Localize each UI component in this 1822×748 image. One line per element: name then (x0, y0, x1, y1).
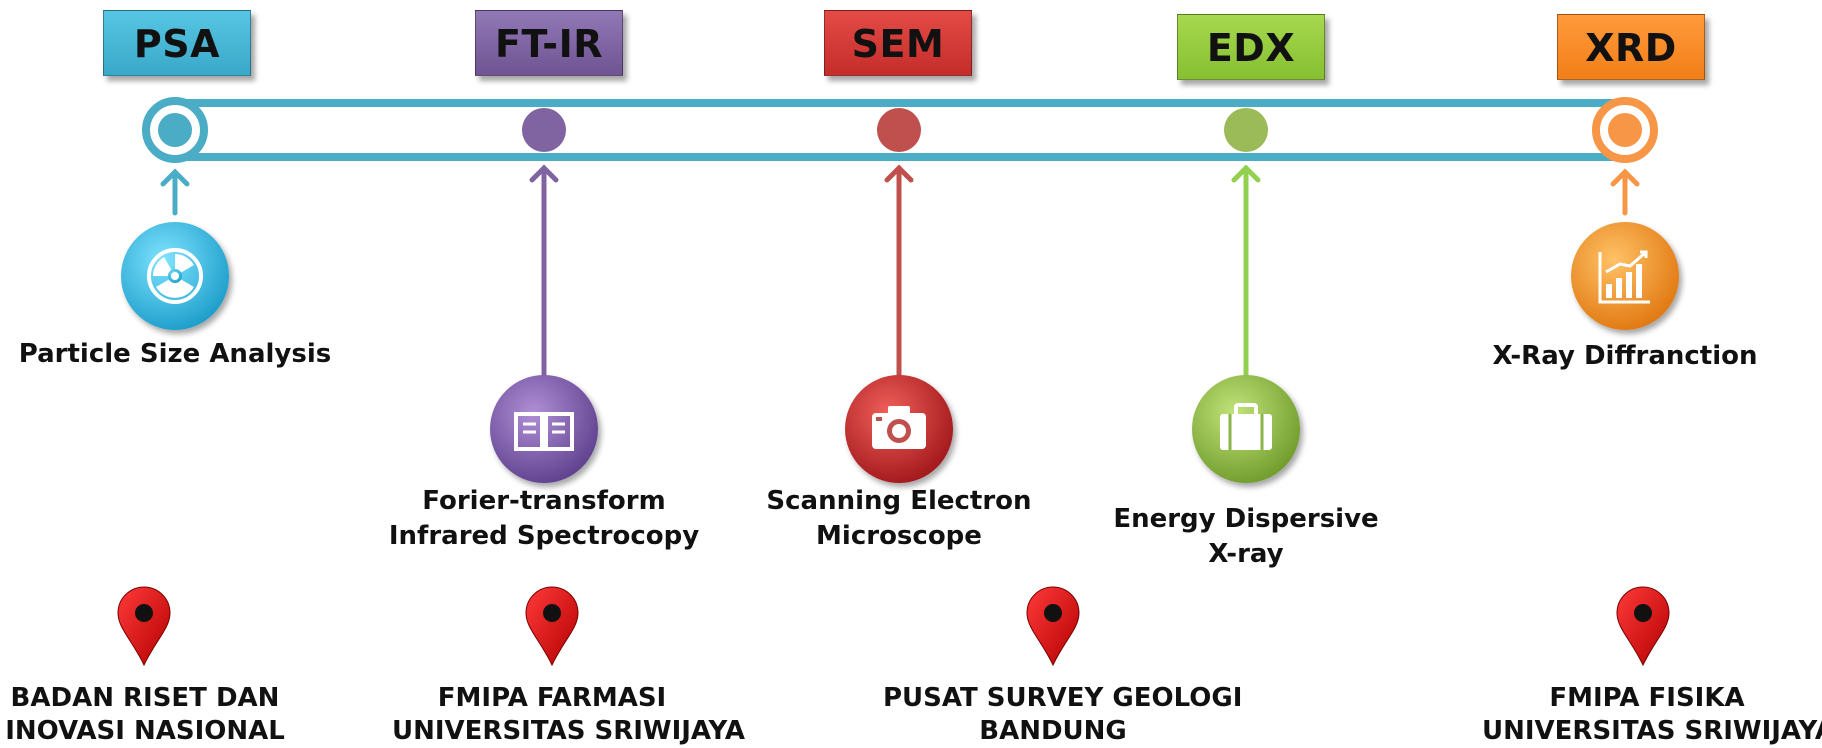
map-pin-icon (1616, 586, 1670, 667)
psa-arrow (160, 168, 190, 216)
map-pin-icon (1026, 586, 1080, 667)
tag-sem: SEM (824, 10, 972, 76)
sem-node (877, 108, 921, 152)
technique-label-xrd: X-Ray Diffranction (1492, 341, 1758, 371)
book-icon (490, 375, 598, 483)
tag-edx: EDX (1177, 14, 1325, 80)
bar-chart-icon (1571, 222, 1679, 330)
ftir-node (522, 108, 566, 152)
radiation-icon (121, 222, 229, 330)
technique-label-edx: Energy Dispersive X-ray (1113, 504, 1379, 569)
briefcase-icon (1192, 375, 1300, 483)
sem-arrow (884, 164, 914, 381)
edx-arrow (1231, 164, 1261, 381)
ftir-arrow (529, 164, 559, 381)
technique-label-psa: Particle Size Analysis (18, 339, 332, 369)
location-label-fmipa-farmasi: FMIPA FARMASI UNIVERSITAS SRIWIJAYA (392, 683, 746, 746)
technique-label-sem: Scanning Electron Microscope (766, 486, 1032, 551)
xrd-arrow (1610, 168, 1640, 216)
tag-psa: PSA (103, 10, 251, 76)
edx-node (1224, 108, 1268, 152)
tag-xrd: XRD (1557, 14, 1705, 80)
location-label-fmipa-fisika: FMIPA FISIKA UNIVERSITAS SRIWIJAYA (1482, 683, 1822, 746)
map-pin-icon (525, 586, 579, 667)
location-label-pusat-survey-geologi: PUSAT SURVEY GEOLOGI BANDUNG (883, 683, 1243, 746)
location-label-brin: BADAN RISET DAN INOVASI NASIONAL (5, 683, 285, 746)
technique-label-ftir: Forier-transform Infrared Spectrocopy (388, 486, 700, 551)
tag-ftir: FT-IR (475, 10, 623, 76)
camera-icon (845, 375, 953, 483)
map-pin-icon (117, 586, 171, 667)
